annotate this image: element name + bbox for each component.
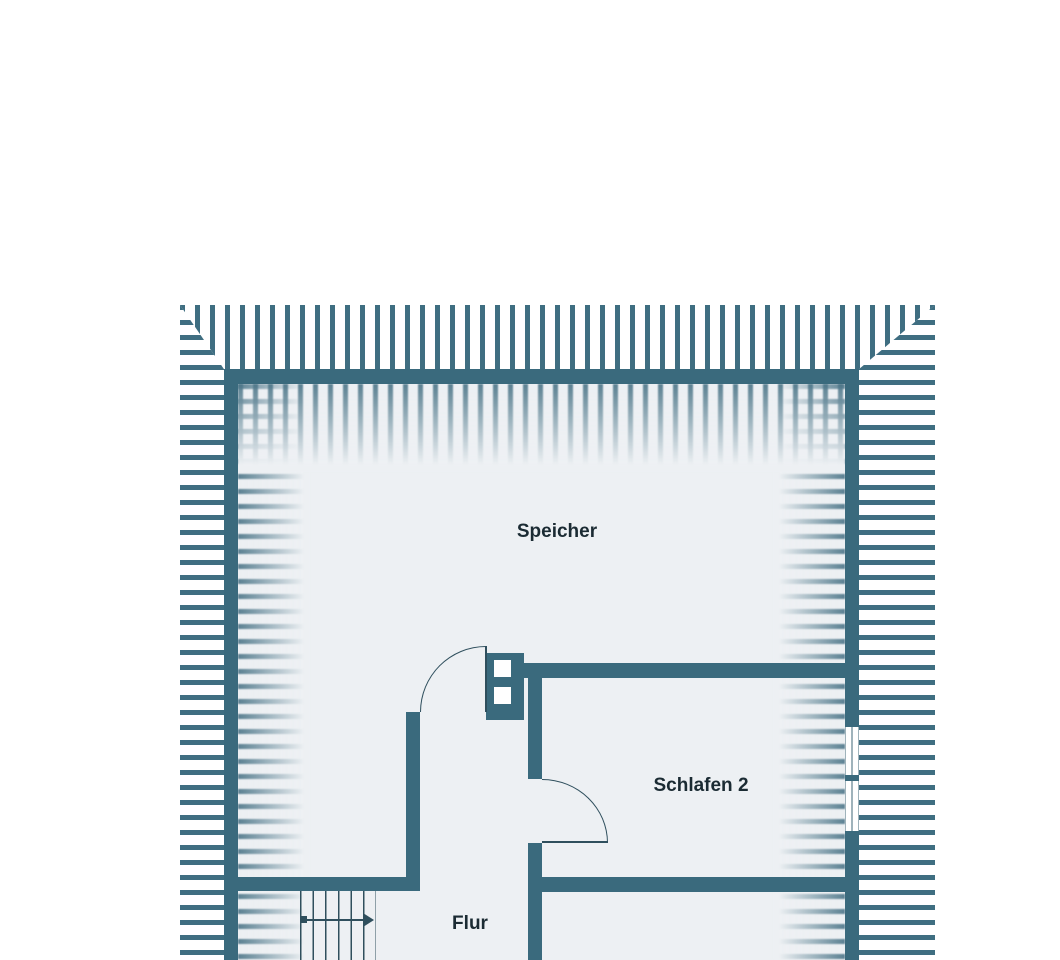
roof-slope-fade-top <box>238 384 845 472</box>
roof-slope-fade-left <box>238 384 310 960</box>
roof-hatch-top <box>180 305 935 375</box>
roof-hatch-left <box>180 305 228 960</box>
door-flur-schlafen2-leaf <box>542 841 608 843</box>
roof-hatch-right <box>852 305 935 960</box>
room-label-flur: Flur <box>452 913 488 934</box>
door-speicher-flur-leaf <box>485 646 487 712</box>
stairs-arrow-start-marker <box>300 916 307 923</box>
wall-north <box>224 369 859 384</box>
wall-schlafen2-north <box>522 663 845 678</box>
wall-west <box>224 369 238 960</box>
stairs-arrow-head-icon <box>363 913 374 927</box>
chimney <box>486 653 524 720</box>
wall-east <box>845 369 859 960</box>
room-label-speicher: Speicher <box>516 521 598 542</box>
window-divider <box>845 775 859 781</box>
wall-flur-west <box>406 712 420 891</box>
wall-flur-east-lower <box>528 891 542 960</box>
chimney-flue <box>494 687 511 704</box>
wall-schlafen2-south <box>528 877 859 892</box>
room-label-schlafen2: Schlafen 2 <box>653 775 749 796</box>
stairs-direction-line <box>303 919 367 921</box>
wall-schlafen2-west-upper <box>528 663 542 779</box>
chimney-flue <box>494 660 511 677</box>
wall-stairwell-north <box>224 877 420 891</box>
